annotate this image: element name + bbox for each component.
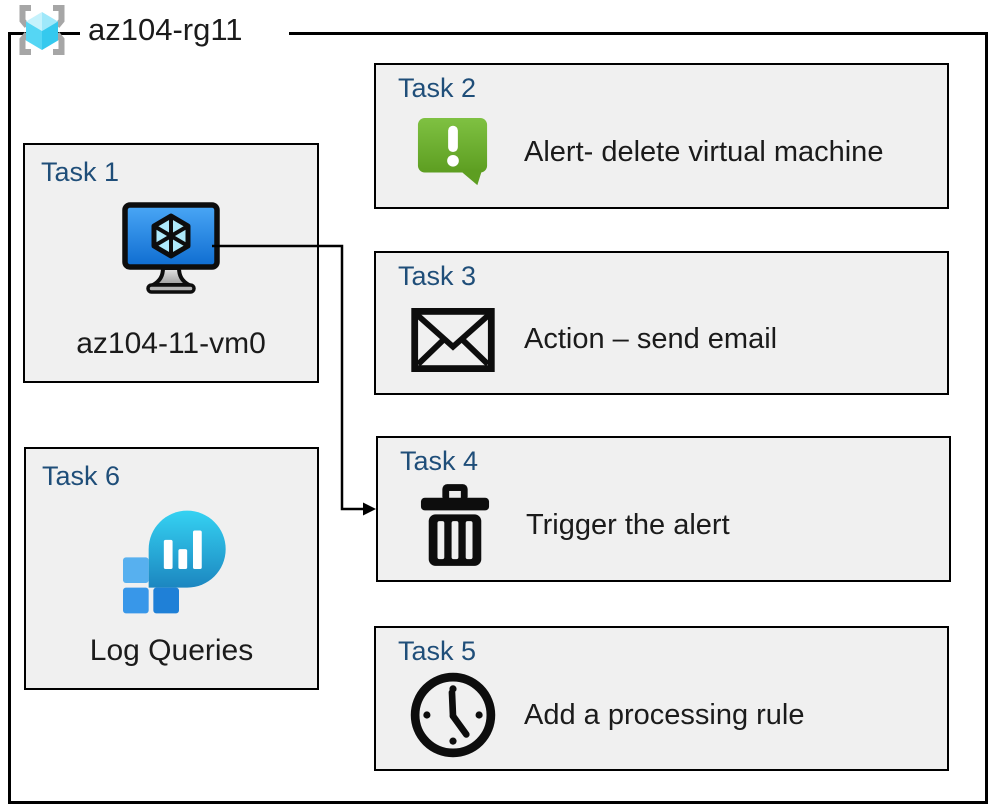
- task-4-box: Task 4 Trigger the alert: [376, 436, 951, 582]
- task-6-label: Task 6: [42, 461, 121, 491]
- task-3-box: Task 3 Action – send email: [374, 251, 949, 395]
- vm-name-caption: az104-11-vm0: [76, 327, 266, 360]
- task-1-label: Task 1: [41, 157, 120, 187]
- email-icon: [398, 307, 508, 372]
- task-2-label: Task 2: [398, 73, 477, 103]
- virtual-machine-icon: [121, 202, 221, 301]
- task-3-text: Action – send email: [524, 323, 778, 355]
- resource-group-legend: az104-rg11: [14, 4, 289, 56]
- log-queries-caption: Log Queries: [89, 634, 254, 667]
- clock-icon: [398, 672, 508, 758]
- task-1-box: Task 1: [23, 143, 319, 383]
- task-4-text: Trigger the alert: [526, 509, 730, 541]
- task-2-text: Alert- delete virtual machine: [524, 136, 884, 168]
- resource-group-icon: [14, 4, 70, 56]
- log-queries-icon: [113, 506, 231, 623]
- task-2-box: Task 2 Alert- delete virtual machine: [374, 63, 949, 209]
- task-5-label: Task 5: [398, 636, 477, 666]
- alert-icon: [398, 113, 508, 193]
- task-4-label: Task 4: [400, 446, 479, 476]
- task-5-text: Add a processing rule: [524, 698, 805, 731]
- trash-icon: [400, 483, 510, 568]
- task-6-box: Task 6 Log Queries: [24, 447, 319, 690]
- task-3-label: Task 3: [398, 261, 477, 291]
- task-5-box: Task 5 Add a processing: [374, 626, 949, 771]
- resource-group-title: az104-rg11: [80, 4, 289, 56]
